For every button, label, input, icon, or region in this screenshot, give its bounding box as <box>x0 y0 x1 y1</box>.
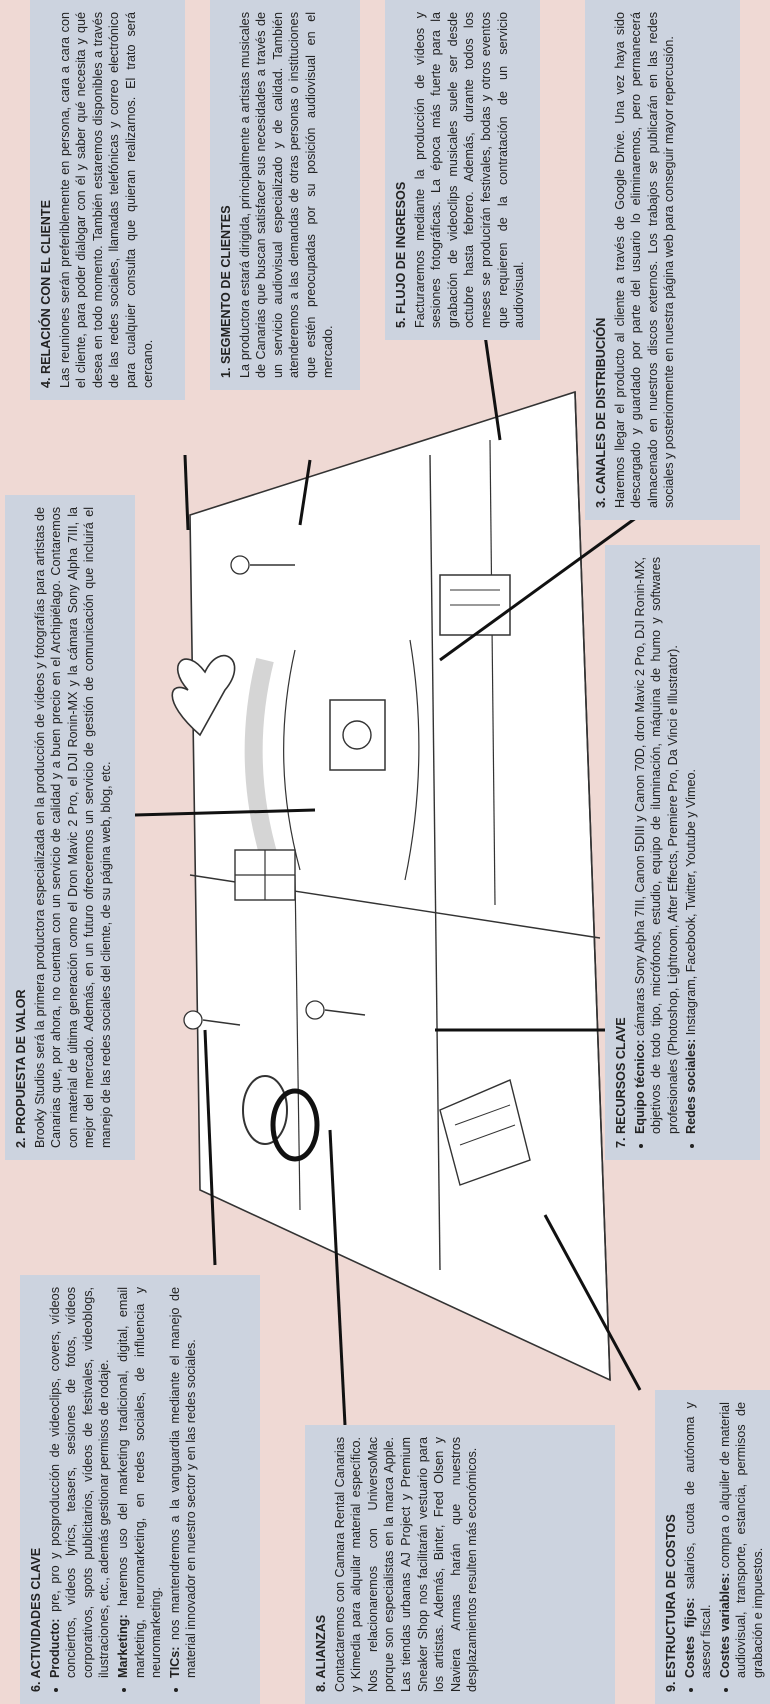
block-title: 6. ACTIVIDADES CLAVE <box>29 1547 43 1692</box>
block-title: 8. ALIANZAS <box>314 1614 328 1692</box>
item-label: Redes sociales: <box>684 1038 699 1134</box>
block-text: Las reuniones serán preferiblemente en p… <box>57 12 155 388</box>
block-title: 9. ESTRUCTURA DE COSTOS <box>664 1514 678 1692</box>
list-item: Costes fijos: salarios, cuota de autónom… <box>682 1402 715 1678</box>
key-partners-block: 8. ALIANZAS Contactaremos con Camara Ren… <box>305 1425 615 1704</box>
block-list: Equipo técnico: cámaras Sony Alpha 7III,… <box>632 557 700 1148</box>
cash-register-icon <box>439 574 511 636</box>
key-resources-block: 7. RECURSOS CLAVE Equipo técnico: cámara… <box>605 545 760 1160</box>
value-arc <box>404 639 420 881</box>
value-arc <box>244 657 279 863</box>
list-item: Equipo técnico: cámaras Sony Alpha 7III,… <box>632 557 682 1134</box>
block-list: Costes fijos: salarios, cuota de autónom… <box>682 1402 767 1692</box>
customer-segment-block: 1. SEGMENTO DE CLIENTES La productora es… <box>210 0 360 390</box>
block-title: 4. RELACIÓN CON EL CLIENTE <box>39 200 53 388</box>
list-item: Producto: pre, pro y posproducción de vi… <box>47 1287 113 1678</box>
block-title: 5. FLUJO DE INGRESOS <box>394 181 408 328</box>
person-icon <box>305 1000 366 1020</box>
panel-divider <box>294 874 301 1211</box>
connector-line <box>183 454 190 531</box>
item-label: TICs: <box>167 1646 182 1678</box>
rings-icon <box>242 1075 320 1162</box>
customer-relationship-block: 4. RELACIÓN CON EL CLIENTE Las reuniones… <box>30 0 185 400</box>
person-icon <box>183 1010 241 1030</box>
panel-divider <box>429 454 441 1271</box>
block-title: 3. CANALES DE DISTRIBUCIÓN <box>594 317 608 508</box>
camera-icon <box>329 699 386 771</box>
connector-line <box>543 1214 642 1391</box>
value-arc <box>283 649 301 871</box>
list-item: TICs: nos mantendremos a la vanguardia m… <box>167 1287 200 1678</box>
list-item: Redes sociales: Instagram, Facebook, Twi… <box>683 557 700 1134</box>
block-title: 1. SEGMENTO DE CLIENTES <box>219 205 233 378</box>
block-title: 2. PROPUESTA DE VALOR <box>14 989 28 1148</box>
block-text: Facturaremos mediante la producción de v… <box>412 12 527 328</box>
person-icon <box>230 555 295 575</box>
distribution-channels-block: 3. CANALES DE DISTRIBUCIÓN Haremos llega… <box>585 0 740 520</box>
block-text: Haremos llegar el producto al cliente a … <box>612 12 677 508</box>
block-text: Brooky Studios será la primera productor… <box>32 507 114 1148</box>
connector-line <box>134 808 316 817</box>
gift-icon <box>234 849 296 901</box>
document-icon <box>439 1079 531 1186</box>
revenue-streams-block: 5. FLUJO DE INGRESOS Facturaremos median… <box>385 0 540 340</box>
key-activities-block: 6. ACTIVIDADES CLAVE Producto: pre, pro … <box>20 1275 260 1704</box>
item-label: Equipo técnico: <box>632 1039 647 1134</box>
item-text: Instagram, Facebook, Twitter, Youtube y … <box>684 769 699 1039</box>
block-text: La productora estará dirigida, principal… <box>237 12 335 378</box>
cost-structure-block: 9. ESTRUCTURA DE COSTOS Costes fijos: sa… <box>655 1390 770 1704</box>
connector-line <box>203 1029 217 1266</box>
item-label: Marketing: <box>116 1614 131 1678</box>
panel-divider <box>489 439 496 906</box>
item-text: nos mantendremos a la vanguardia mediant… <box>167 1287 199 1678</box>
item-label: Costes fijos: <box>682 1597 697 1678</box>
item-label: Costes variables: <box>717 1572 732 1678</box>
list-item: Marketing: haremos uso del marketing tra… <box>115 1287 165 1678</box>
connector-line <box>328 1129 347 1426</box>
heart-icon <box>171 654 236 737</box>
block-list: Producto: pre, pro y posproducción de vi… <box>47 1287 200 1692</box>
block-title: 7. RECURSOS CLAVE <box>614 1017 628 1148</box>
connector-line <box>298 459 312 526</box>
item-label: Producto: <box>47 1618 62 1678</box>
connector-line <box>439 513 641 662</box>
value-proposition-block: 2. PROPUESTA DE VALOR Brooky Studios ser… <box>5 495 135 1160</box>
block-text: Contactaremos con Camara Rental Canarias… <box>332 1437 480 1692</box>
list-item: Costes variables: compra o alquiler de m… <box>717 1402 767 1678</box>
